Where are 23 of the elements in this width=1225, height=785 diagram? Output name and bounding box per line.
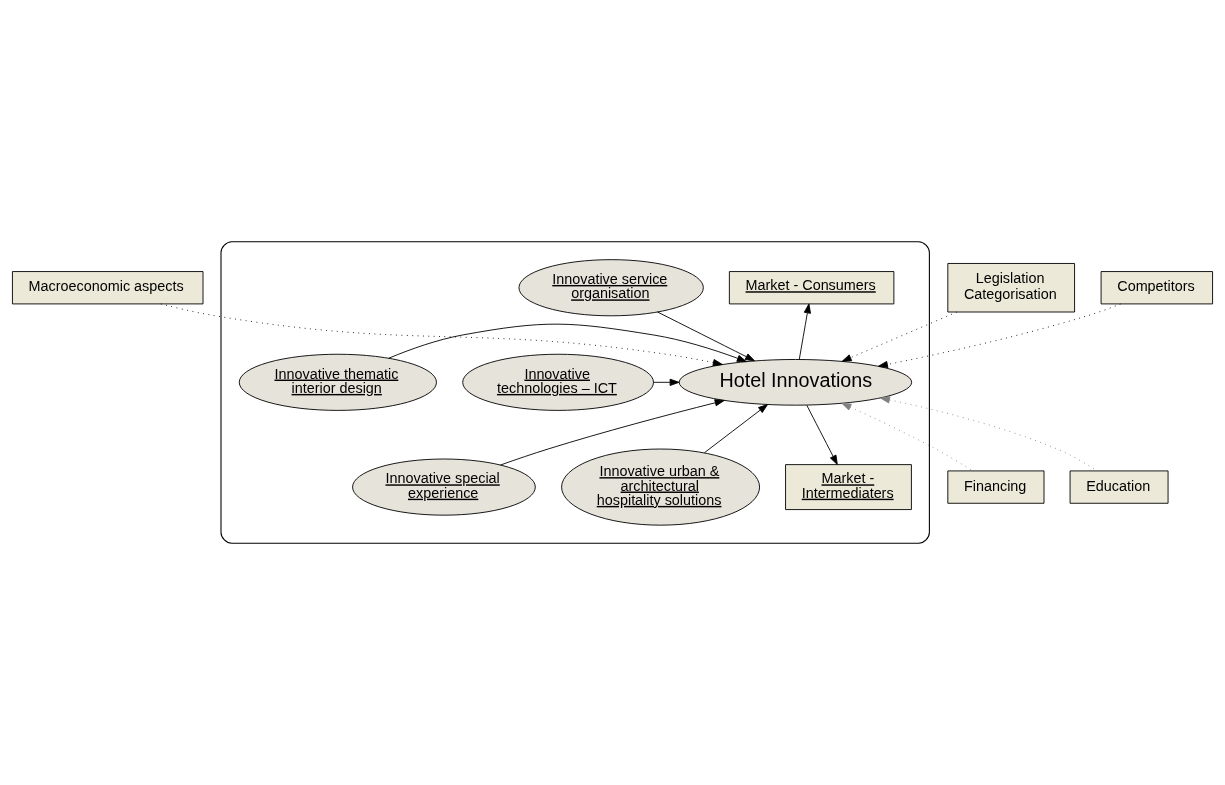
node-box: Education (1069, 470, 1169, 504)
node-ellipse: Innovative technologies – ICT (462, 353, 654, 411)
arrow (841, 311, 958, 362)
arrow (656, 311, 755, 362)
node-box: Macroeconomic aspects (12, 271, 204, 305)
arrow (500, 399, 725, 466)
arrow (878, 303, 1121, 368)
node-box: Competitors (1100, 271, 1213, 305)
arrow (798, 303, 811, 360)
node-ellipse: Innovative special experience (352, 458, 536, 516)
node-box: Market - Intermediaters (785, 464, 912, 510)
arrow (388, 323, 747, 362)
arrow (653, 378, 680, 386)
node-box: Legislation Categorisation (947, 263, 1075, 313)
node-ellipse: Innovative service organisation (518, 259, 704, 317)
node-ellipse: Innovative urban & architectural hospitality solutions (561, 448, 761, 526)
node-box: Financing (947, 470, 1045, 504)
cluster (220, 241, 930, 544)
arrow (806, 404, 838, 465)
arrow (703, 404, 768, 454)
arrow (160, 303, 723, 367)
node-box: Market - Consumers (728, 271, 895, 305)
node-ellipse: Innovative thematic interior design (238, 353, 437, 411)
